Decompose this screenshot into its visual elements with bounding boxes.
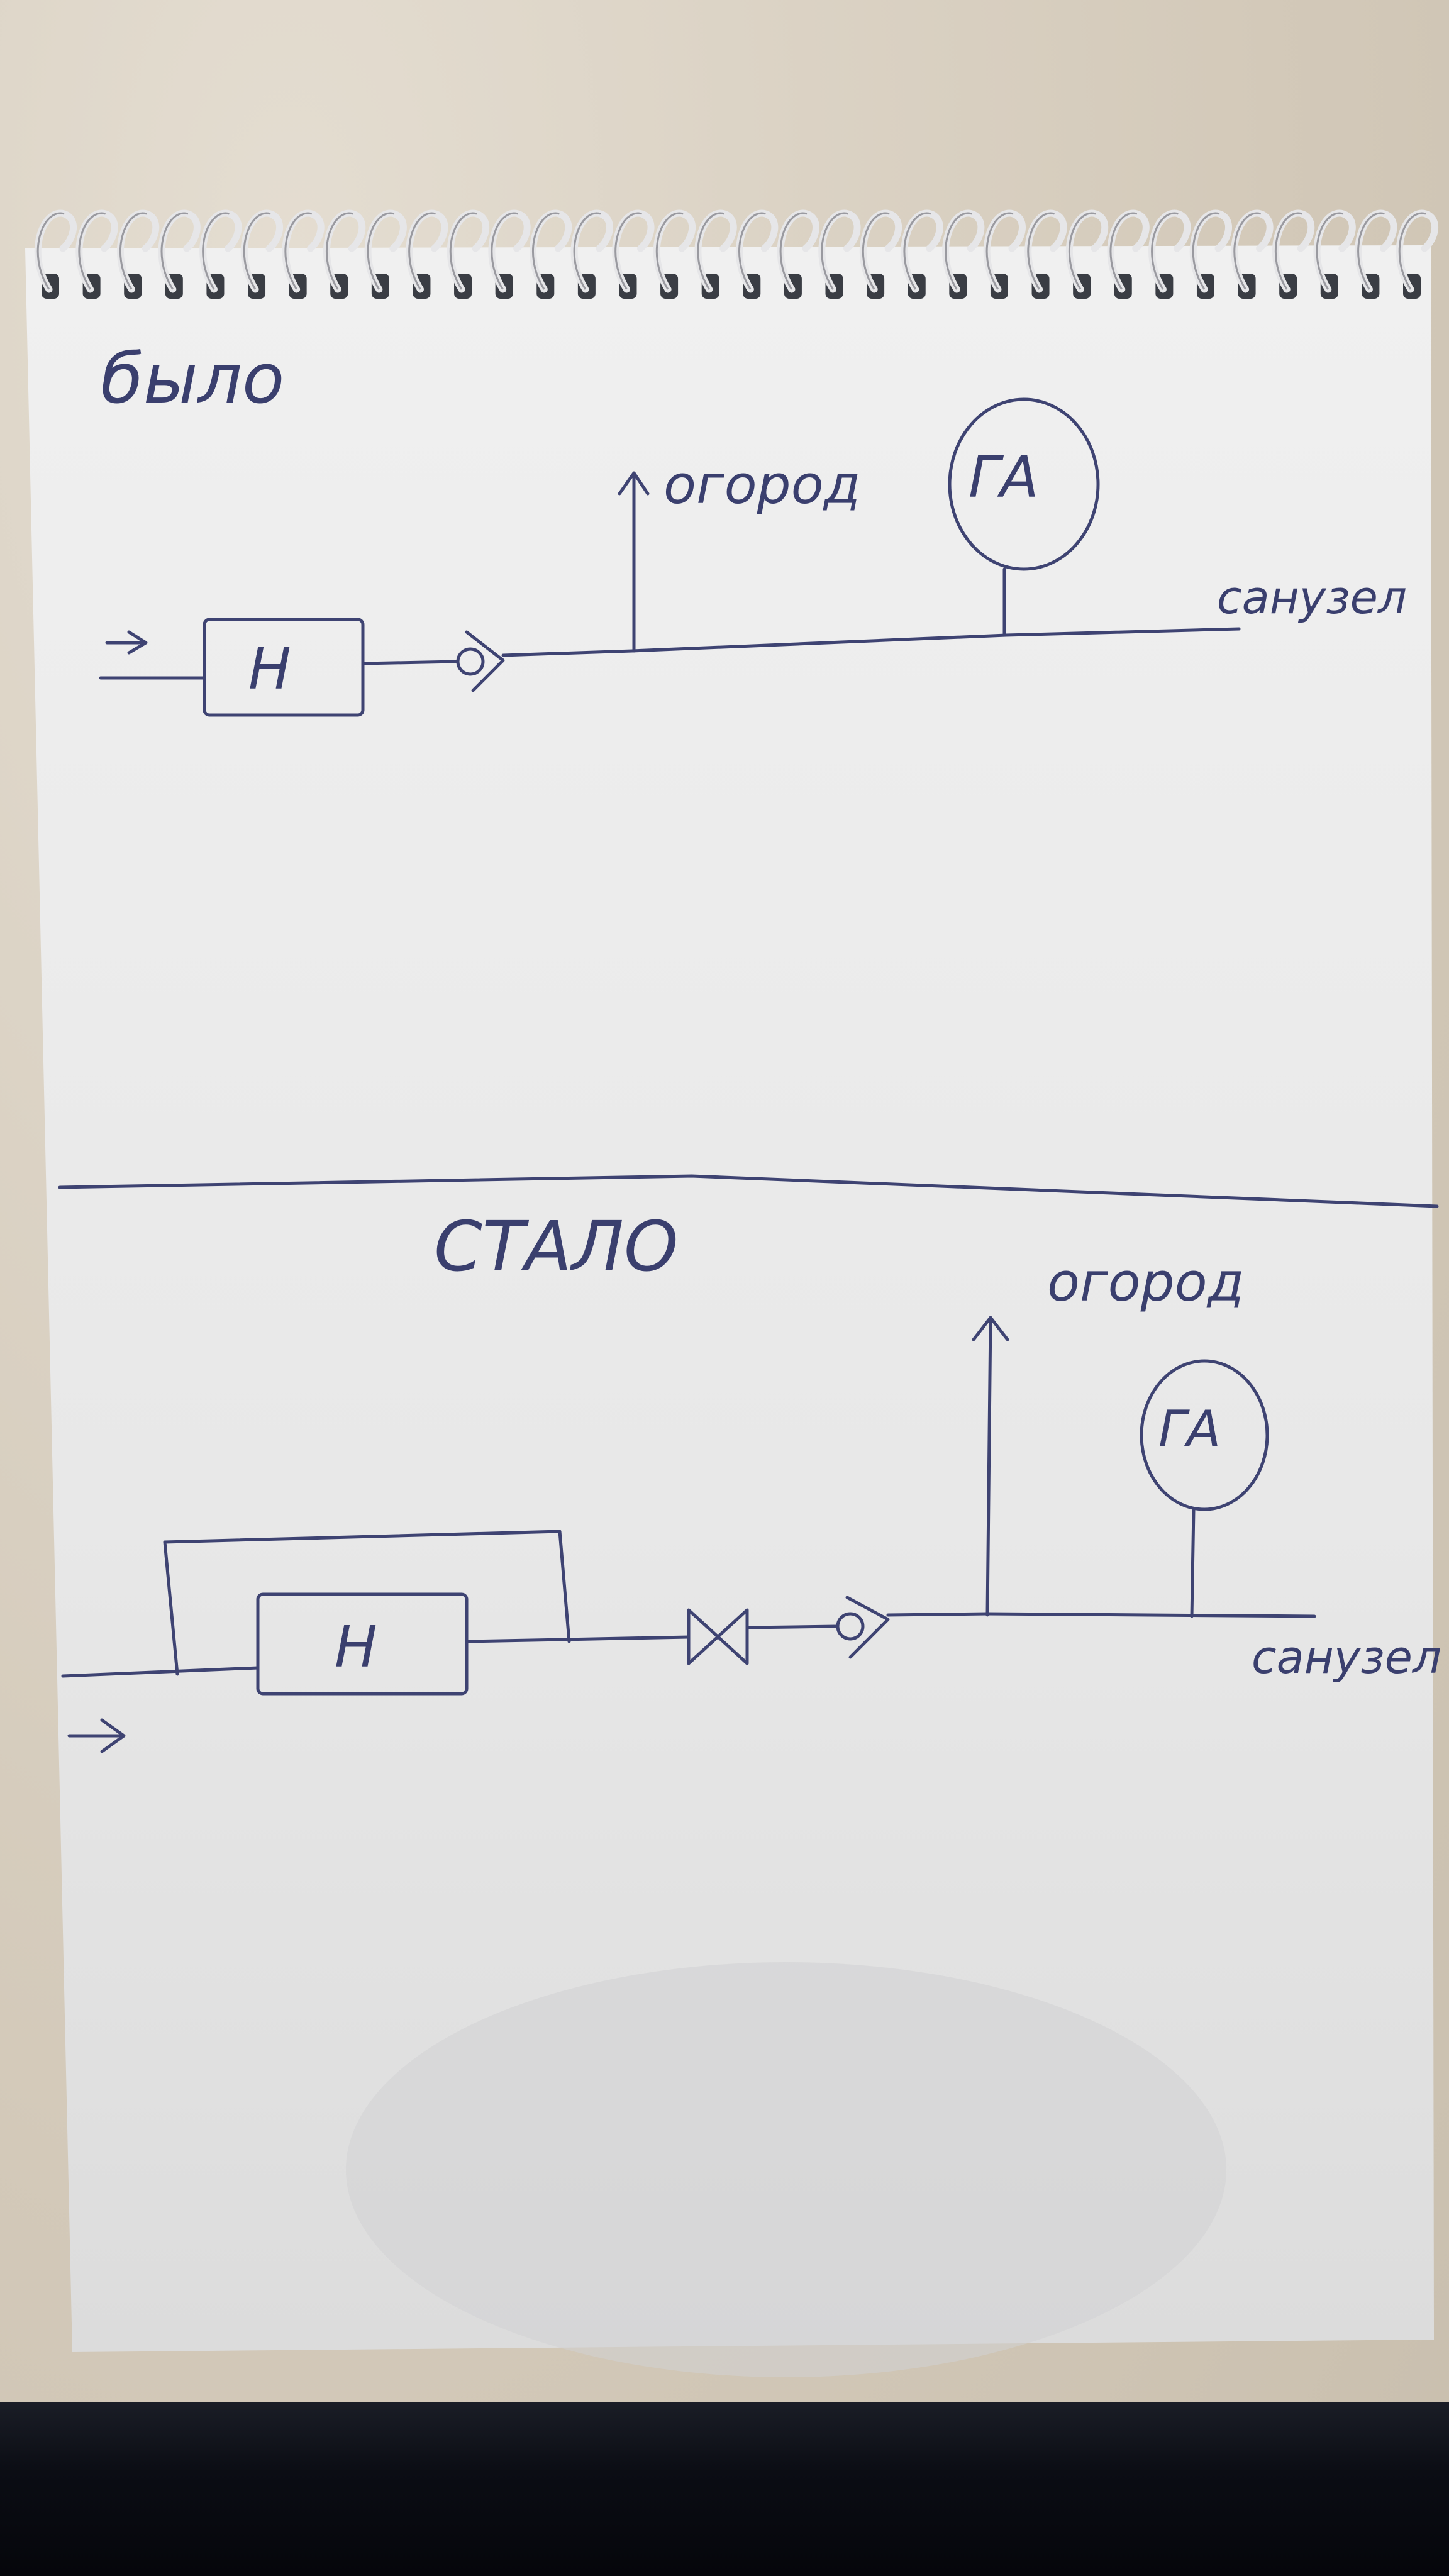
spiral-ring-shadow: [573, 212, 601, 290]
after-accumulator: [1140, 1359, 1269, 1511]
before-accumulator: [948, 397, 1100, 571]
spiral-ring-shadow: [697, 212, 725, 290]
spiral-ring-shadow: [821, 212, 848, 290]
after-pipe-1: [465, 1635, 691, 1643]
spiral-ring-shadow: [779, 212, 808, 290]
after-check-valve: [836, 1612, 865, 1641]
divider-line: [58, 1174, 1439, 1208]
before-inlet-arrow: [105, 630, 148, 655]
spiral-ring-shadow: [78, 212, 106, 290]
before-garden-label: огород: [663, 454, 860, 516]
after-accumulator-label: ГА: [1158, 1400, 1221, 1458]
spiral-ring-shadow: [1027, 212, 1055, 290]
after-pipe-2: [745, 1624, 838, 1629]
before-garden-arrow: [618, 471, 650, 653]
before-bathroom-label: санузел: [1217, 571, 1407, 624]
spiral-ring-shadow: [655, 212, 684, 290]
after-garden-arrow: [972, 1316, 1009, 1617]
before-check-valve-mark: [465, 630, 505, 692]
spiral-ring-shadow: [1274, 212, 1302, 290]
spiral-ring-shadow: [945, 212, 972, 290]
spiral-ring-shadow: [160, 212, 189, 290]
spiral-ring-shadow: [614, 212, 642, 290]
spiral-ring-shadow: [1316, 212, 1344, 290]
spiral-ring-shadow: [532, 212, 560, 290]
after-pump-label: Н: [335, 1614, 377, 1680]
spiral-ring-shadow: [491, 212, 519, 290]
spiral-ring-shadow: [449, 212, 477, 290]
paper: [25, 245, 1434, 2352]
spiral-ring-shadow: [1233, 212, 1262, 290]
after-accumulator-stem: [1190, 1507, 1196, 1618]
spiral-ring-shadow: [367, 212, 395, 290]
spiral-ring-shadow: [408, 212, 436, 290]
after-bypass: [163, 1530, 571, 1676]
before-main-line: [501, 627, 1241, 657]
before-pump-box: [203, 618, 365, 717]
after-inlet-arrow: [67, 1718, 126, 1753]
before-pipe-1: [361, 660, 458, 665]
after-check-valve-mark: [845, 1596, 890, 1659]
spiral-ring-shadow: [1068, 212, 1096, 290]
spiral-ring-shadow: [202, 212, 230, 290]
after-inlet-pipe: [61, 1666, 260, 1678]
spiral-ring-shadow: [284, 212, 313, 290]
spiral-ring-shadow: [119, 212, 147, 290]
spiral-ring-shadow: [1398, 212, 1426, 290]
spiral-ring-shadow: [1357, 212, 1385, 290]
before-pump-label: Н: [248, 636, 291, 702]
spiral-ring-shadow: [1151, 212, 1179, 290]
spiral-ring-shadow: [1109, 212, 1138, 290]
before-title: было: [101, 338, 284, 419]
after-pump-box: [256, 1592, 469, 1696]
after-garden-label: огород: [1047, 1252, 1244, 1314]
spiral-ring-shadow: [862, 212, 890, 290]
paper-shadow: [346, 1962, 1226, 2377]
before-accumulator-label: ГА: [969, 445, 1039, 511]
spiral-ring-shadow: [326, 212, 353, 290]
spiral-ring-shadow: [738, 212, 766, 290]
spiral-rings: [34, 209, 1439, 293]
after-bathroom-label: санузел: [1252, 1631, 1441, 1684]
dark-fabric: [0, 2402, 1449, 2576]
spiral-ring-shadow: [36, 212, 65, 290]
after-title: СТАЛО: [434, 1206, 679, 1287]
before-check-valve: [456, 647, 485, 676]
spiral-ring-shadow: [903, 212, 931, 290]
spiral-ring-shadow: [243, 212, 271, 290]
spiral-ring-shadow: [1192, 212, 1220, 290]
spiral-ring-shadow: [985, 212, 1014, 290]
after-gate-valve: [687, 1608, 749, 1665]
